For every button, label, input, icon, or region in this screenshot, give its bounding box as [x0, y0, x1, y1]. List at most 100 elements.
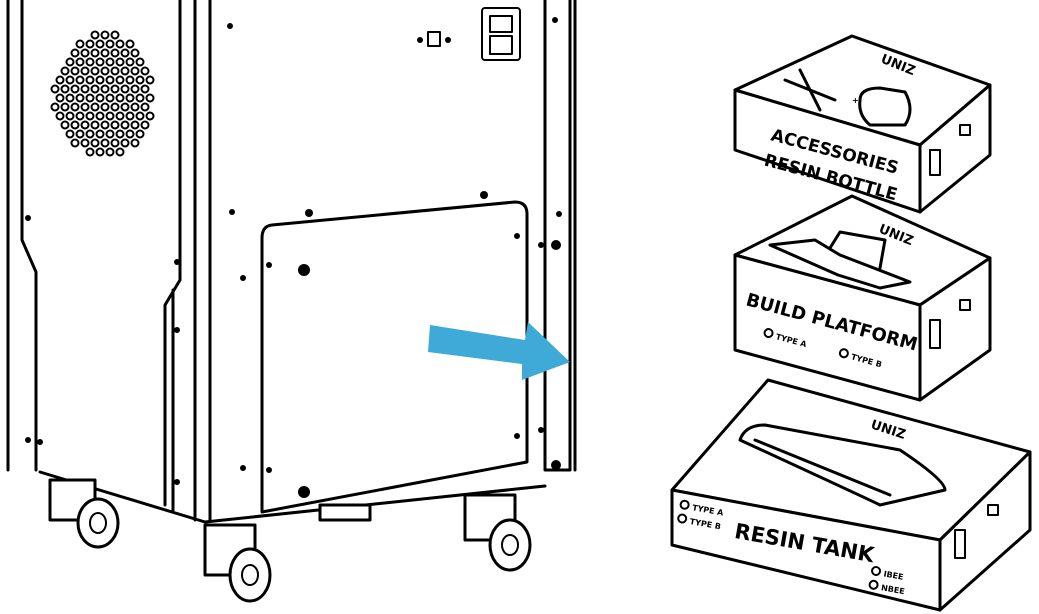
accessories-box: + UNIZ ACCESSORIES RESIN BOTTLE — [733, 34, 992, 214]
caster-wheel — [48, 478, 120, 549]
fan-hole — [140, 66, 150, 76]
fan-hole — [145, 75, 155, 85]
fan-hole — [100, 138, 110, 148]
fan-hole — [130, 48, 140, 58]
fan-hole — [75, 57, 85, 67]
fan-hole — [125, 39, 135, 49]
fan-hole — [55, 111, 65, 121]
fan-hole — [145, 93, 155, 103]
fan-hole — [60, 120, 70, 130]
fan-hole — [60, 84, 70, 94]
fan-hole — [85, 93, 95, 103]
caster-wheel — [203, 523, 272, 603]
fan-hole — [60, 102, 70, 112]
fan-hole — [110, 138, 120, 148]
fan-hole — [100, 30, 110, 40]
fan-hole — [135, 57, 145, 67]
fan-hole — [135, 111, 145, 121]
fan-hole — [90, 30, 100, 40]
resin-tank-box: UNIZ TYPE A TYPE B RESIN TANK IBEE NBEE — [670, 378, 1032, 612]
fan-hole — [75, 75, 85, 85]
fan-hole — [125, 111, 135, 121]
fan-hole — [110, 120, 120, 130]
printer — [6, 0, 577, 603]
fan-grille — [50, 30, 155, 157]
fan-hole — [55, 93, 65, 103]
fan-hole — [95, 57, 105, 67]
fan-hole — [115, 39, 125, 49]
fan-hole — [120, 84, 130, 94]
fan-hole — [65, 57, 75, 67]
fan-hole — [60, 66, 70, 76]
fan-hole — [75, 111, 85, 121]
fan-hole — [115, 75, 125, 85]
fan-hole — [80, 138, 90, 148]
fan-hole — [85, 147, 95, 157]
fan-hole — [105, 93, 115, 103]
fan-hole — [95, 129, 105, 139]
fan-hole — [105, 57, 115, 67]
fan-hole — [70, 66, 80, 76]
access-panel — [260, 200, 529, 514]
fan-hole — [140, 120, 150, 130]
fan-hole — [75, 129, 85, 139]
fan-hole — [65, 75, 75, 85]
fan-hole — [115, 129, 125, 139]
fan-hole — [125, 129, 135, 139]
fan-hole — [145, 111, 155, 121]
option-label: IBEE — [883, 569, 904, 581]
fan-hole — [65, 111, 75, 121]
fan-hole — [80, 102, 90, 112]
fan-hole — [80, 66, 90, 76]
fan-hole — [95, 147, 105, 157]
fan-hole — [130, 138, 140, 148]
fan-hole — [95, 39, 105, 49]
option-label: NBEE — [880, 583, 905, 596]
fan-hole — [90, 66, 100, 76]
fan-hole — [120, 66, 130, 76]
fan-hole — [80, 120, 90, 130]
fan-hole — [110, 48, 120, 58]
fan-hole — [140, 84, 150, 94]
fan-hole — [115, 93, 125, 103]
fan-hole — [90, 48, 100, 58]
fan-hole — [85, 111, 95, 121]
fan-hole — [95, 75, 105, 85]
fan-hole — [70, 138, 80, 148]
fan-hole — [90, 138, 100, 148]
fan-hole — [115, 57, 125, 67]
fan-hole — [100, 66, 110, 76]
fan-hole — [90, 120, 100, 130]
fan-hole — [75, 39, 85, 49]
fan-hole — [70, 102, 80, 112]
fan-hole — [85, 39, 95, 49]
direction-arrow — [428, 322, 570, 380]
fan-hole — [130, 102, 140, 112]
fan-hole — [125, 57, 135, 67]
fan-hole — [55, 75, 65, 85]
svg-text:+: + — [852, 96, 859, 105]
fan-hole — [65, 93, 75, 103]
fan-hole — [50, 102, 60, 112]
fan-hole — [100, 48, 110, 58]
fan-hole — [85, 57, 95, 67]
fan-hole — [65, 129, 75, 139]
fan-hole — [85, 129, 95, 139]
fan-hole — [120, 120, 130, 130]
fan-hole — [50, 84, 60, 94]
fan-hole — [115, 111, 125, 121]
fan-hole — [110, 84, 120, 94]
fan-hole — [105, 39, 115, 49]
fan-hole — [75, 93, 85, 103]
fan-hole — [70, 84, 80, 94]
fan-hole — [100, 102, 110, 112]
fan-hole — [125, 93, 135, 103]
caster-wheel — [463, 493, 532, 572]
fan-hole — [80, 84, 90, 94]
fan-hole — [110, 30, 120, 40]
fan-hole — [85, 75, 95, 85]
build-platform-box: UNIZ BUILD PLATFORM TYPE A TYPE B — [733, 194, 992, 402]
fan-hole — [80, 48, 90, 58]
fan-hole — [105, 75, 115, 85]
